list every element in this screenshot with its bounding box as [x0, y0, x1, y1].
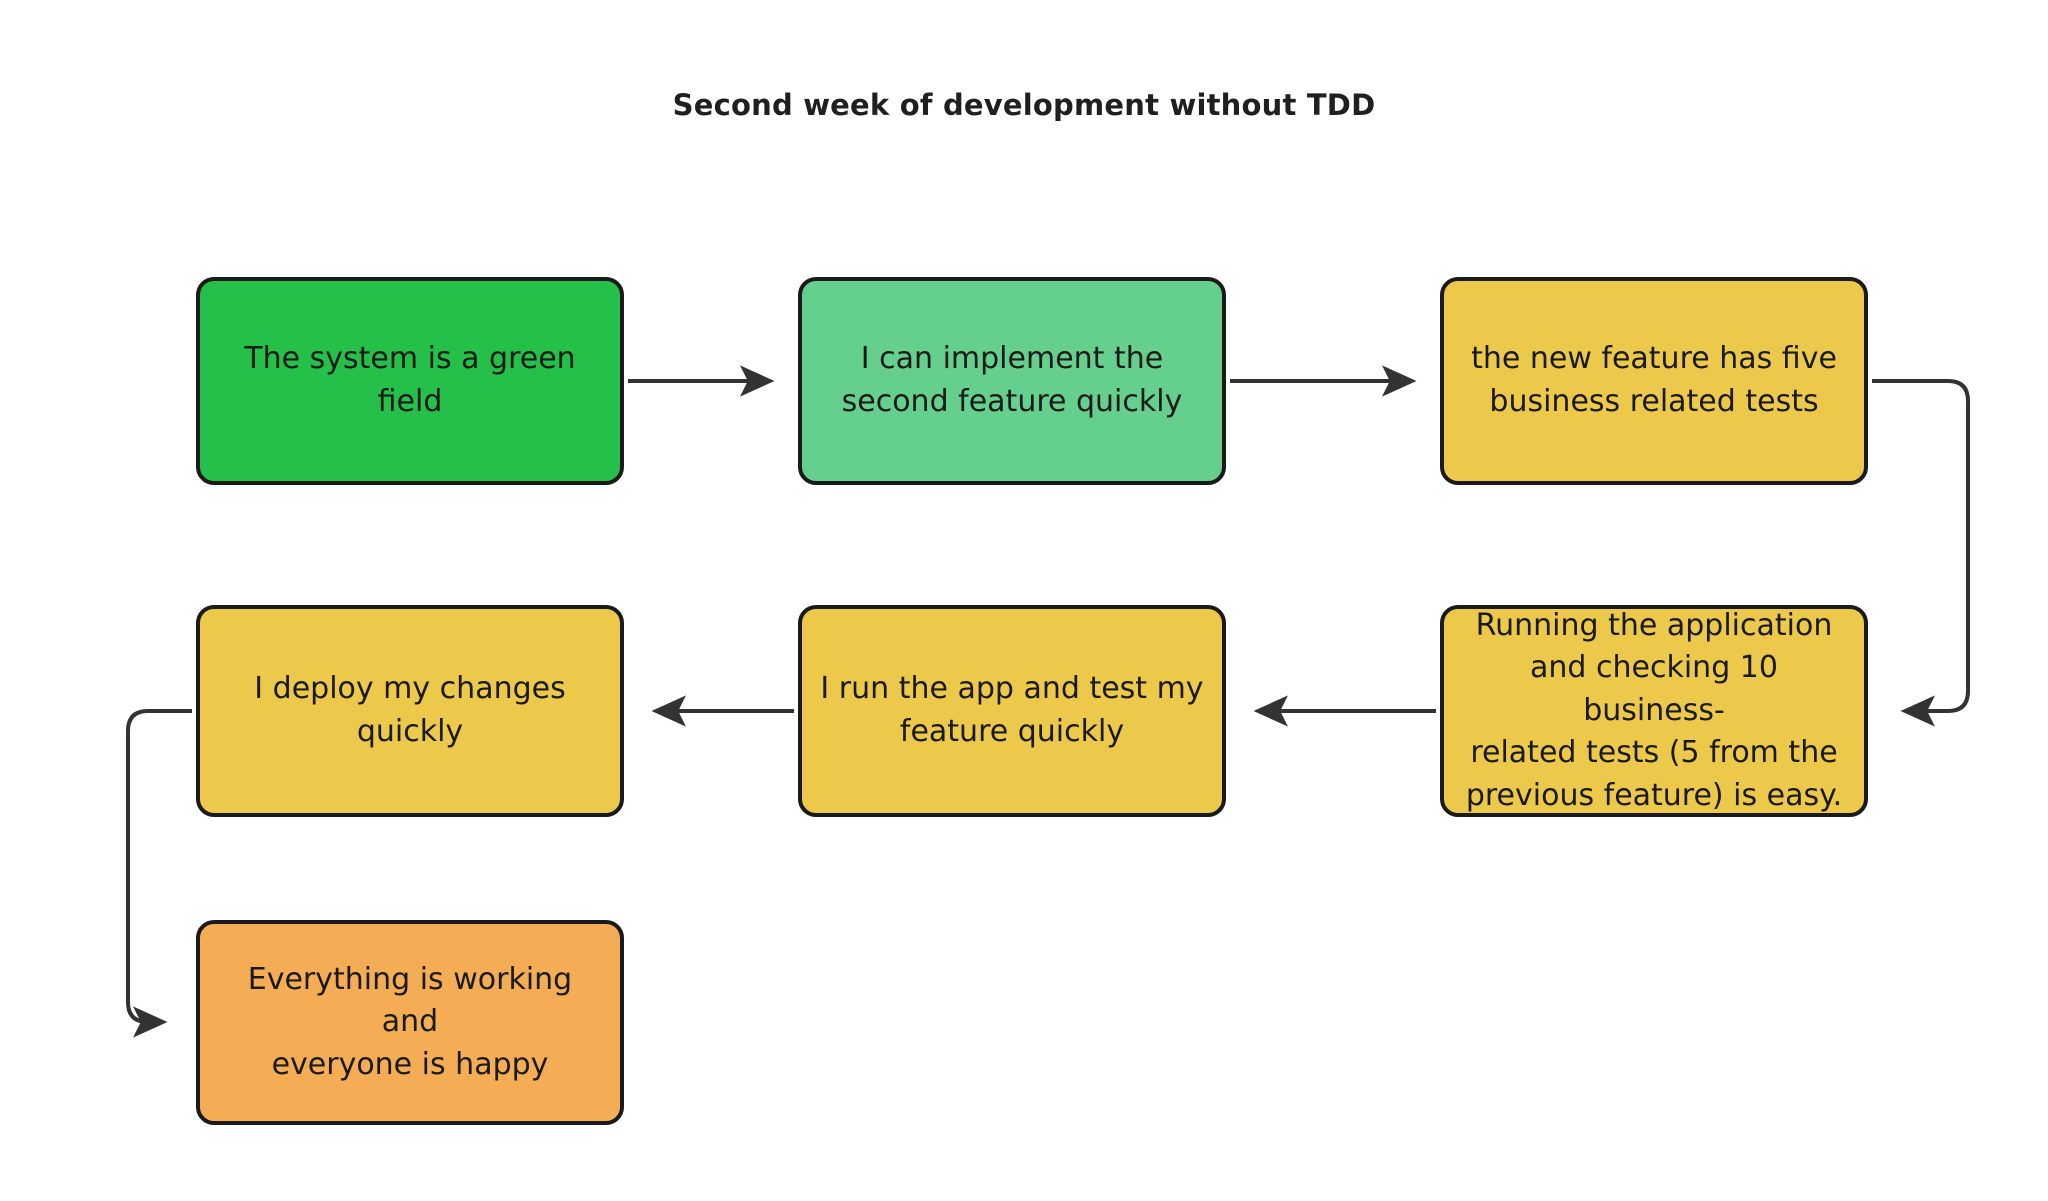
flow-node-implement-second-feature[interactable]: I can implement the second feature quick… [798, 277, 1226, 485]
node-label: The system is a green field [244, 341, 576, 419]
flow-node-running-checking-tests[interactable]: Running the application and checking 10 … [1440, 605, 1868, 817]
diagram-title: Second week of development without TDD [672, 88, 1376, 122]
flow-node-system-green-field[interactable]: The system is a green field [196, 277, 624, 485]
node-label: Everything is working and everyone is ha… [247, 961, 573, 1082]
flow-node-run-app-test-feature[interactable]: I run the app and test my feature quickl… [798, 605, 1226, 817]
flow-node-everything-working[interactable]: Everything is working and everyone is ha… [196, 920, 624, 1125]
edge-n6-n7 [126, 709, 192, 1038]
flow-node-five-business-tests[interactable]: the new feature has five business relate… [1440, 277, 1868, 485]
node-label: I run the app and test my feature quickl… [820, 671, 1204, 749]
node-label: I deploy my changes quickly [254, 671, 566, 749]
flow-node-deploy-changes[interactable]: I deploy my changes quickly [196, 605, 624, 817]
node-label: I can implement the second feature quick… [841, 341, 1183, 419]
edge-n3-n4 [1872, 379, 1970, 727]
node-label: Running the application and checking 10 … [1465, 607, 1843, 813]
node-label: the new feature has five business relate… [1471, 341, 1837, 419]
